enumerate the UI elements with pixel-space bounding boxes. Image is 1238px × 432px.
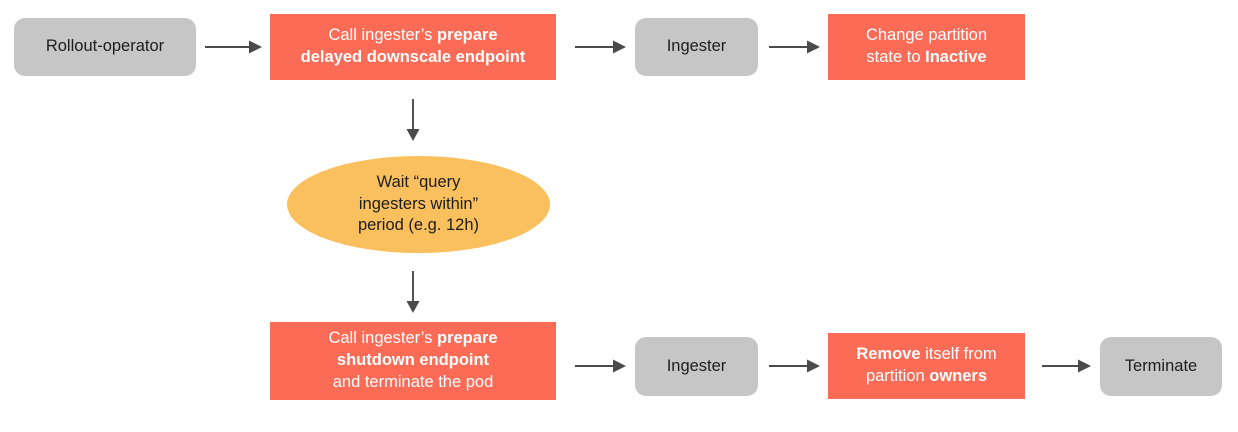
node-rollout-operator[interactable]: Rollout-operator <box>14 18 196 76</box>
node-prepare-delayed-downscale-label: Call ingester’s prepare delayed downscal… <box>270 25 556 69</box>
node-prepare-delayed-downscale[interactable]: Call ingester’s prepare delayed downscal… <box>270 14 556 80</box>
remove-from-owners-line2-bold: owners <box>929 367 988 385</box>
node-ingester-top[interactable]: Ingester <box>635 18 758 76</box>
remove-from-owners-line1-plain: itself from <box>920 345 997 364</box>
node-prepare-shutdown[interactable]: Call ingester’s prepare shutdown endpoin… <box>270 322 556 400</box>
prepare-delayed-downscale-line1-bold: prepare <box>437 26 498 45</box>
arrow-prepare-delayed-downscale-to-wait-period <box>403 99 423 142</box>
prepare-shutdown-line1-bold: prepare <box>437 329 498 348</box>
arrow-prepare-delayed-downscale-to-ingester-top <box>575 37 627 57</box>
prepare-shutdown-line2-bold: shutdown endpoint <box>336 351 490 370</box>
change-partition-state-line2-bold: Inactive <box>925 48 987 66</box>
arrow-ingester-bottom-to-remove-from-owners <box>769 356 821 376</box>
node-terminate[interactable]: Terminate <box>1100 337 1222 396</box>
prepare-shutdown-line3-plain: and terminate the pod <box>332 372 494 391</box>
node-wait-period-label: Wait “query ingesters within” period (e.… <box>287 172 550 237</box>
remove-from-owners-line1-bold: Remove <box>856 345 921 364</box>
arrow-ingester-top-to-change-partition-state <box>769 37 821 57</box>
arrow-prepare-shutdown-to-ingester-bottom <box>575 356 627 376</box>
wait-period-line3: period (e.g. 12h) <box>357 216 480 235</box>
prepare-shutdown-line1-plain: Call ingester’s <box>328 329 437 348</box>
node-terminate-label: Terminate <box>1124 356 1198 375</box>
node-ingester-top-label: Ingester <box>666 37 727 56</box>
arrow-wait-period-to-prepare-shutdown <box>403 271 423 314</box>
node-rollout-operator-label: Rollout-operator <box>45 37 165 56</box>
node-ingester-bottom[interactable]: Ingester <box>635 337 758 396</box>
prepare-delayed-downscale-line2-bold: delayed downscale endpoint <box>300 48 526 66</box>
node-remove-from-owners-label: Remove itself from partition owners <box>828 344 1025 388</box>
node-prepare-shutdown-label: Call ingester’s prepare shutdown endpoin… <box>270 328 556 393</box>
node-remove-from-owners[interactable]: Remove itself from partition owners <box>828 333 1025 399</box>
node-wait-period[interactable]: Wait “query ingesters within” period (e.… <box>287 156 550 253</box>
arrow-remove-from-owners-to-terminate <box>1042 356 1092 376</box>
node-change-partition-state-label: Change partition state to Inactive <box>828 25 1025 69</box>
wait-period-line2: ingesters within” <box>358 194 479 213</box>
wait-period-line1: Wait “query <box>376 172 461 191</box>
arrow-rollout-operator-to-prepare-delayed-downscale <box>205 37 263 57</box>
change-partition-state-line2-plain: state to <box>866 48 926 66</box>
prepare-delayed-downscale-line1-plain: Call ingester’s <box>328 26 437 45</box>
node-change-partition-state[interactable]: Change partition state to Inactive <box>828 14 1025 80</box>
change-partition-state-line1-plain: Change partition <box>865 26 988 45</box>
node-ingester-bottom-label: Ingester <box>666 356 727 375</box>
remove-from-owners-line2-plain: partition <box>865 367 930 385</box>
